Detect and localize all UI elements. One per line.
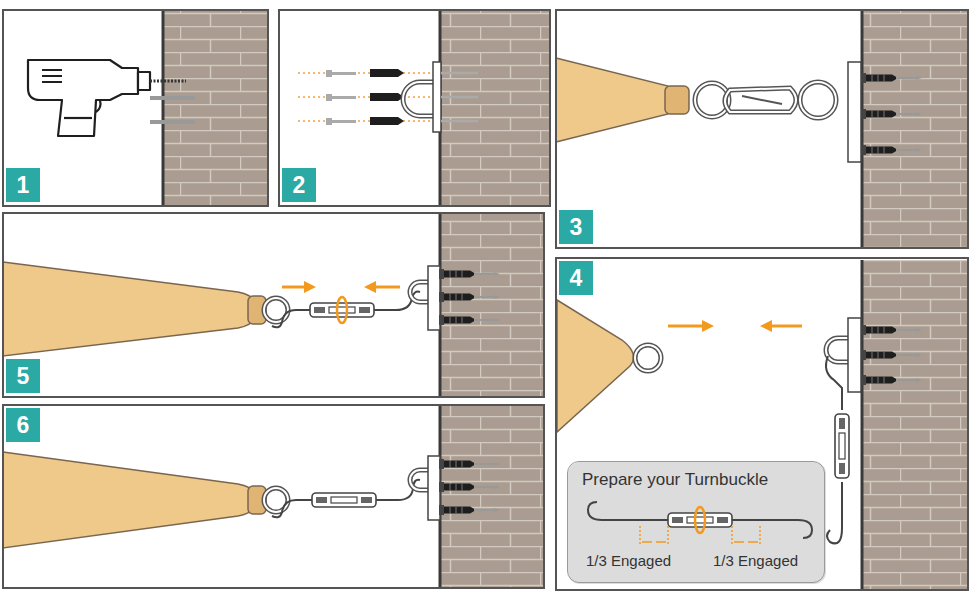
step-panel: 1 xyxy=(2,9,269,207)
step-number: 2 xyxy=(282,168,316,202)
step-panel: 5 xyxy=(2,212,545,398)
step-panel: 2 xyxy=(278,9,551,207)
step-panel: 3 xyxy=(555,9,969,249)
step-number: 4 xyxy=(559,261,593,295)
step-number: 6 xyxy=(6,408,40,442)
box-heading: Prepare your Turnbuckle xyxy=(582,470,768,490)
step-number: 5 xyxy=(6,359,40,393)
engagement-label: 1/3 Engaged xyxy=(586,552,671,569)
step-number: 1 xyxy=(6,168,40,202)
step-panel: 6 xyxy=(2,404,545,589)
step-panel: 4Prepare your Turnbuckle 1/3 Engaged 1/3 E… xyxy=(555,257,969,591)
engagement-label: 1/3 Engaged xyxy=(713,552,798,569)
step-number: 3 xyxy=(559,210,593,244)
instruction-box: Prepare your Turnbuckle 1/3 Engaged 1/3 En… xyxy=(567,461,825,583)
